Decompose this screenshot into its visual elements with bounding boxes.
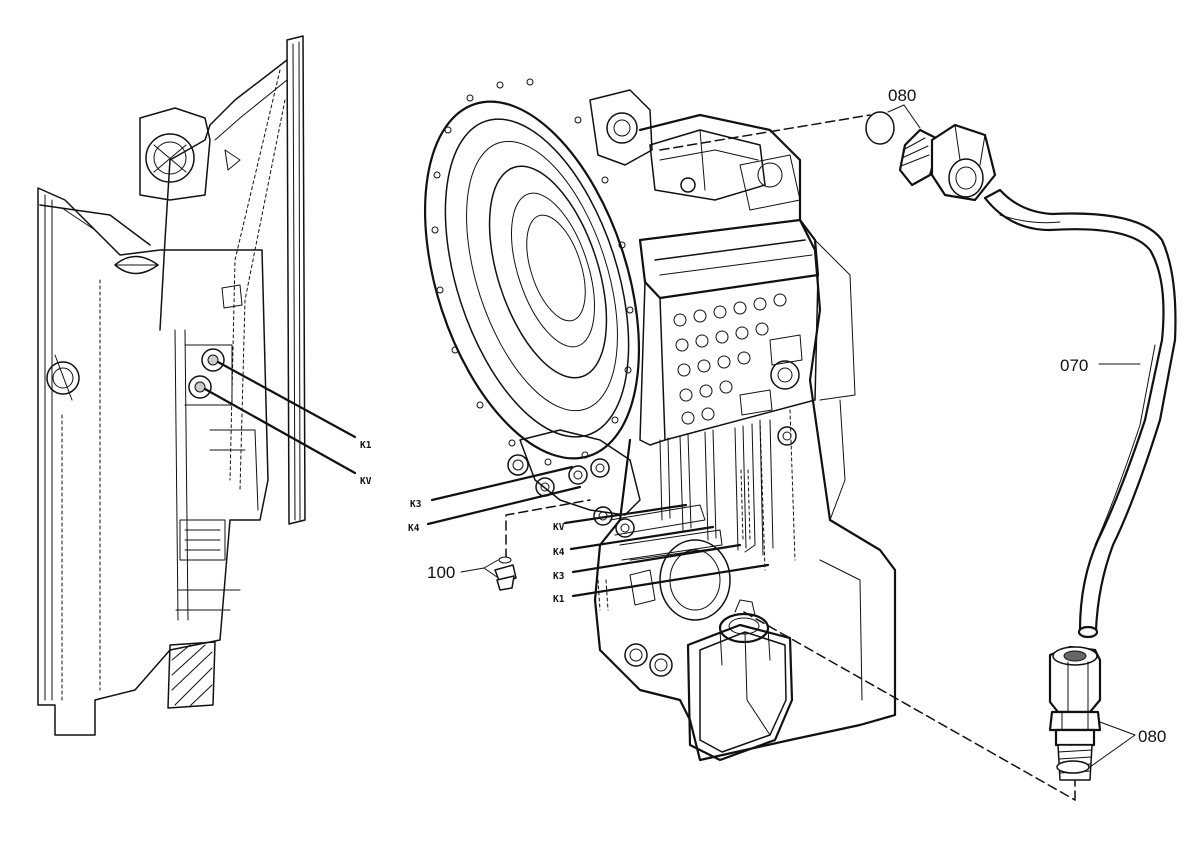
callout-leaders: [426, 104, 1141, 768]
assembly-reference-lines: [505, 114, 1076, 801]
plug-100: [494, 556, 517, 591]
port-label-k4-upper: K4: [408, 523, 420, 534]
flange-bolt-holes: [431, 78, 634, 466]
transmission-housing: [423, 78, 897, 762]
oil-pipe: [983, 188, 1177, 639]
port-label-k3-main: K3: [553, 571, 565, 582]
callout-080-bottom: 080: [1138, 727, 1166, 746]
callout-100: 100: [427, 563, 455, 582]
callout-labels: 080 070 080 100: [427, 86, 1166, 746]
port-label-kv-main: KV: [553, 522, 565, 533]
port-label-k1-main: K1: [553, 594, 565, 605]
port-label-k1-left: K1: [360, 440, 372, 451]
left-port-leaders: [203, 360, 357, 475]
internal-oil-channels: [609, 419, 774, 561]
callout-070: 070: [1060, 356, 1088, 375]
valve-body-details: [673, 293, 803, 425]
port-label-k3-upper: K3: [410, 499, 422, 510]
pipe-fitting-upper: [898, 123, 997, 202]
port-labels: K1 KV K3 K4 KV K4 K3 K1: [360, 440, 565, 605]
pipe-fitting-lower: [1048, 645, 1102, 781]
port-label-kv-left: KV: [360, 476, 372, 487]
o-ring-top: [865, 111, 895, 145]
port-label-k4-main: K4: [553, 547, 565, 558]
o-ring-bottom: [1056, 760, 1090, 774]
housing-side-view: [37, 35, 306, 736]
callout-080-top: 080: [888, 86, 916, 105]
